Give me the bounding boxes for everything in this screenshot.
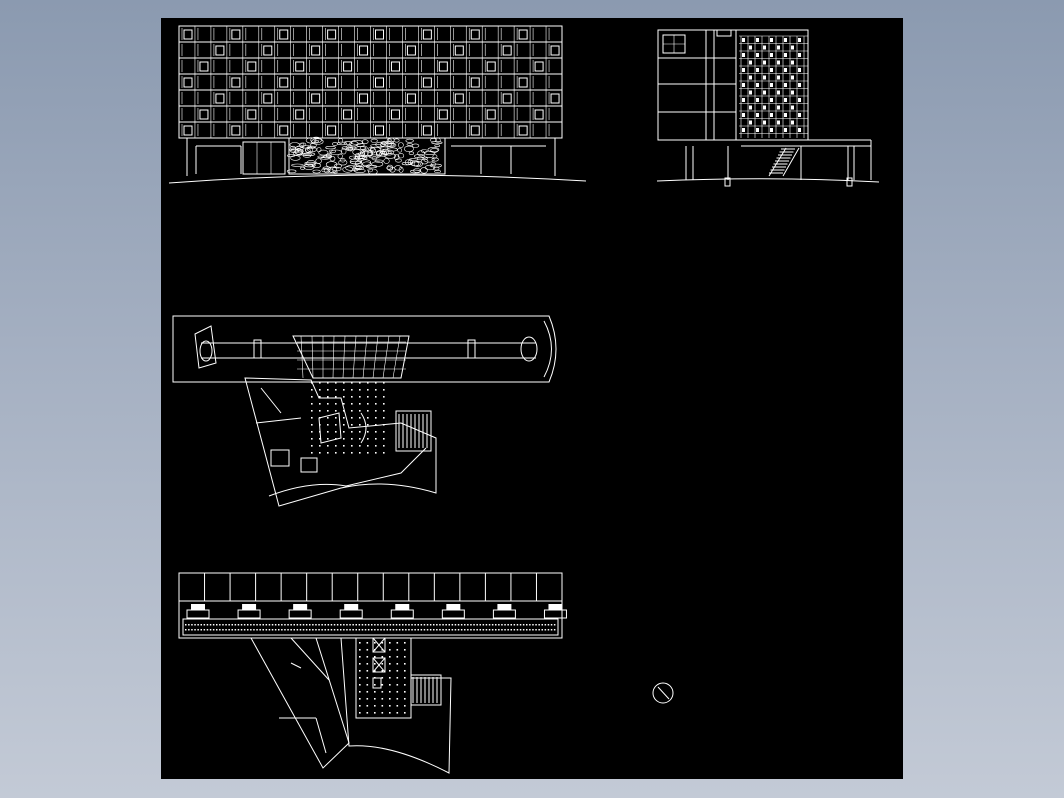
pilotis-grid-area [292,335,410,379]
slab-outline [172,315,557,383]
typical-floor-plan [178,572,567,774]
lower-wing-outline [250,637,350,769]
ground-line [168,174,587,184]
side-ground-line [656,178,880,183]
entrance-door [242,141,286,175]
facade-brise-soleil-grid [179,26,562,138]
front-elevation-drawing [168,25,587,184]
cad-drawing-canvas[interactable] [161,18,903,779]
side-elevation-drawing [656,29,880,187]
stair-hatch [395,410,432,452]
cad-model-viewport[interactable] [161,18,903,779]
ground-floor-plan [172,315,557,507]
pavilion-outline [244,377,437,507]
north-arrow-icon [652,682,674,704]
external-stair [768,147,800,177]
corridor [182,618,559,636]
rubble-stone-wall [288,137,446,175]
